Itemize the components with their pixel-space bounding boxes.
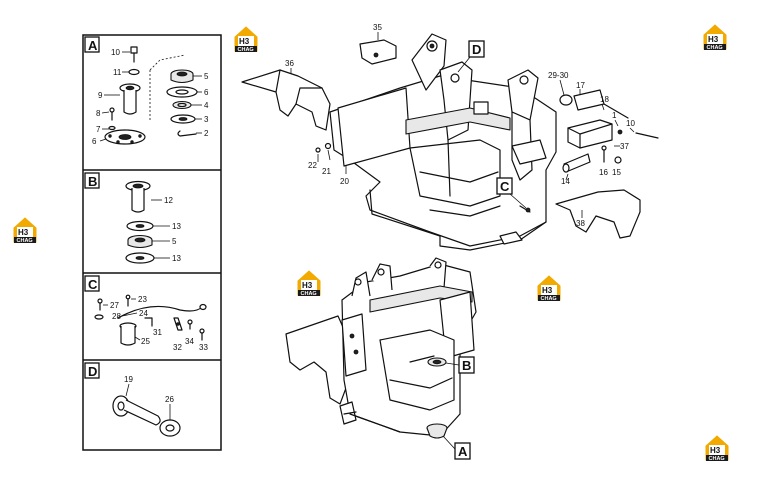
- detail-ref-b: B: [462, 358, 471, 373]
- logo-text: CHAG: [709, 456, 725, 462]
- callout: 33: [199, 343, 208, 352]
- brand-logo: H3 CHAG: [297, 270, 321, 297]
- front-frame-exploded-view: 35 36 29-30 17 18 1 10 37 16 15 14 22 21…: [241, 23, 659, 251]
- callout: 27: [110, 301, 119, 310]
- callout: 14: [561, 177, 570, 186]
- callout: 19: [124, 375, 133, 384]
- callout: 38: [576, 219, 585, 228]
- callout: 17: [576, 81, 585, 90]
- callout: 35: [373, 23, 382, 32]
- callout: 4: [204, 101, 209, 110]
- detail-panel-d: D 19 26: [84, 362, 181, 437]
- callout: 10: [111, 48, 120, 57]
- front-frame-assembled-view: B A: [285, 257, 477, 460]
- brand-logo: H3 CHAG: [705, 435, 729, 462]
- callout: 37: [620, 142, 629, 151]
- callout: 18: [600, 95, 609, 104]
- callout: 32: [173, 343, 182, 352]
- logo-text: CHAG: [707, 45, 723, 51]
- brand-logo: H3 CHAG: [703, 24, 727, 51]
- callout: 28: [112, 312, 121, 321]
- detail-ref-a: A: [458, 444, 468, 459]
- callout: 6: [204, 88, 209, 97]
- callout: 34: [185, 337, 194, 346]
- callout: 20: [340, 177, 349, 186]
- logo-mark: H3: [542, 286, 553, 295]
- callout: 5: [172, 237, 177, 246]
- panel-a-label: A: [88, 38, 98, 53]
- callout: 15: [612, 168, 621, 177]
- detail-panel-c: C 27 23 28 24 31 25 32 34 33: [84, 275, 208, 352]
- brand-logo: H3 CHAG: [234, 26, 258, 53]
- logo-mark: H3: [710, 446, 721, 455]
- panel-d-label: D: [88, 364, 97, 379]
- callout: 10: [626, 119, 635, 128]
- logo-text: CHAG: [17, 238, 33, 244]
- callout: 23: [138, 295, 147, 304]
- detail-panel-a: A: [84, 36, 209, 146]
- callout: 16: [599, 168, 608, 177]
- callout: 22: [308, 161, 317, 170]
- detail-ref-d: D: [472, 42, 481, 57]
- panel-b-label: B: [88, 174, 97, 189]
- callout: 8: [96, 109, 101, 118]
- callout: 21: [322, 167, 331, 176]
- callout: 5: [204, 72, 209, 81]
- callout: 6: [92, 137, 97, 146]
- callout: 29-30: [548, 71, 569, 80]
- callout: 31: [153, 328, 162, 337]
- callout: 25: [141, 337, 150, 346]
- brand-logo: H3 CHAG: [13, 217, 37, 244]
- logo-text: CHAG: [301, 291, 317, 297]
- logo-mark: H3: [18, 228, 29, 237]
- callout: 7: [96, 125, 101, 134]
- detail-panel-b: B 12 13 5 13: [84, 172, 181, 264]
- logo-text: CHAG: [238, 47, 254, 53]
- panel-c-label: C: [88, 277, 98, 292]
- callout: 13: [172, 254, 181, 263]
- callout: 36: [285, 59, 294, 68]
- callout: 1: [612, 111, 617, 120]
- detail-ref-c: C: [500, 179, 510, 194]
- brand-logo: H3 CHAG: [537, 275, 561, 302]
- callout: 12: [164, 196, 173, 205]
- logo-mark: H3: [302, 281, 313, 290]
- callout: 3: [204, 115, 209, 124]
- logo-mark: H3: [239, 37, 250, 46]
- callout: 26: [165, 395, 174, 404]
- callout: 13: [172, 222, 181, 231]
- callout: 11: [113, 68, 122, 77]
- callout: 9: [98, 91, 103, 100]
- logo-text: CHAG: [541, 296, 557, 302]
- callout: 2: [204, 129, 209, 138]
- callout: 24: [139, 309, 148, 318]
- logo-mark: H3: [708, 35, 719, 44]
